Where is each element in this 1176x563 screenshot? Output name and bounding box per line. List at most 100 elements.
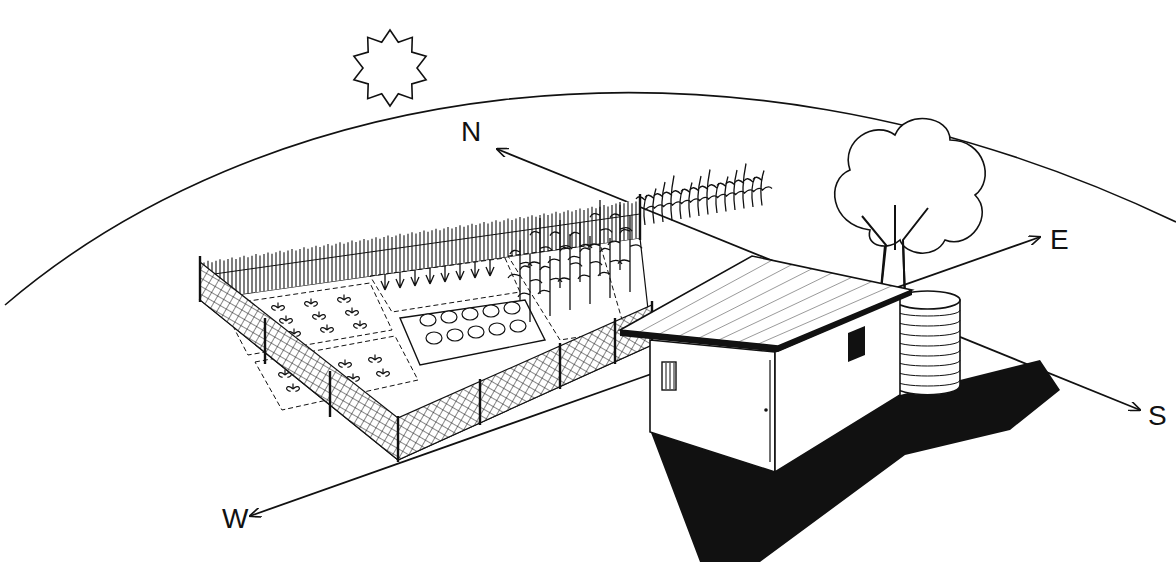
fence-post [559,343,561,389]
fence-post [264,318,266,364]
plant [369,355,382,363]
sun [354,30,426,106]
fence-posts [200,194,652,462]
tank-rib [895,320,960,326]
fence-picket [527,217,528,254]
fence-picket [307,249,308,285]
climbing-plant [744,177,763,207]
fence-picket [431,230,432,267]
plant [354,321,367,329]
fence-picket [427,232,428,268]
corn-stalk [508,240,532,300]
corn-row [508,200,642,322]
fence-picket [547,215,548,251]
fence-picket [263,254,264,291]
plant [346,308,359,316]
plant [272,303,285,311]
fence-picket [439,230,440,266]
corn-stalk [608,202,632,270]
fence-picket [495,220,496,258]
roof-rib [699,273,832,338]
fence-picket [323,246,324,283]
back-fence [200,200,640,300]
plant [321,325,334,333]
seedling [456,264,464,280]
fence-picket [627,202,628,240]
climbing-plant [663,176,682,221]
fence-picket [555,212,556,250]
climbing-plant [654,182,673,222]
compass-label: S [1148,402,1167,430]
fence-picket [247,257,248,293]
cabbage [462,308,478,320]
fence-picket [339,242,340,280]
fence-picket [387,236,388,274]
fence-picket [335,244,336,281]
fence-picket [507,219,508,257]
fence-picket [503,220,504,257]
water-tank [895,300,960,395]
fence-picket [603,205,604,243]
fence-picket [367,240,368,276]
cabbage [504,302,520,314]
fence-picket [411,232,412,270]
fence-post [199,256,201,302]
cabbage [510,320,526,332]
seedling [426,268,434,284]
fence-picket [299,249,300,286]
fence-backing [200,200,640,300]
fence-picket [587,208,588,245]
roof-edge [778,290,912,352]
corn-stalk [538,256,562,316]
tank-rib [895,330,960,336]
back-plants [636,164,772,226]
fence-picket [383,237,384,274]
roof-rib [679,269,812,336]
corn-stalk [528,218,552,294]
fence-picket [391,237,392,273]
fence-picket [419,232,420,269]
corn-stalk [598,238,622,298]
net-fence [398,305,652,460]
fence-picket [303,247,304,285]
fence-picket [607,207,608,243]
cabbage [468,326,484,338]
fence-picket [423,230,424,268]
fence-picket [291,249,292,287]
tank-rib [895,380,960,386]
plant [338,295,351,303]
fence-picket [331,245,332,281]
shed-window [848,326,865,362]
fence-picket [407,234,408,271]
compass-label: E [1050,226,1069,254]
fence-picket [443,229,444,266]
fence-picket [255,254,256,292]
roof-rib [719,277,852,340]
fence-picket [395,235,396,272]
fence-picket [467,225,468,262]
fence-picket [287,251,288,288]
plant [377,369,390,377]
plant [280,316,293,324]
climbing-plant [699,170,718,215]
fence-picket [239,257,240,294]
fence-picket [375,237,376,275]
tank-rib [895,340,960,346]
fence-picket [551,213,552,250]
fence-picket [279,251,280,289]
climbing-plant [672,189,691,219]
climbing-plant [645,189,664,224]
fence-picket [635,202,636,239]
fence-picket [251,256,252,293]
fence-post [639,194,641,240]
fence-picket [319,247,320,283]
vent-bars [666,363,674,389]
garden-bed [400,300,545,365]
fence-picket [399,234,400,272]
seedling [411,270,419,286]
climbing-plant [690,176,709,216]
fence-picket [283,252,284,288]
climbing-plant [681,183,700,218]
tank-ribs [895,310,960,386]
seedling [381,274,389,290]
